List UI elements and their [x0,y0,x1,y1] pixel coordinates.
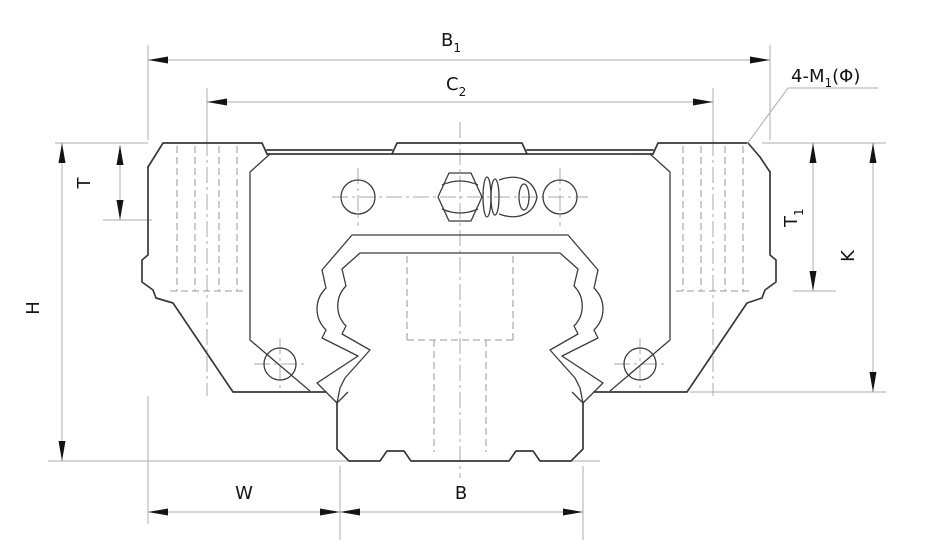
block-outline [141,142,777,393]
dimension-k [869,143,877,392]
rail-outline [336,252,584,462]
dimension-label-t: T [74,177,95,190]
dimension-label-t1: T1 [781,208,806,228]
end-cap-screws [263,179,657,381]
thread-note-leader [746,87,878,145]
dimension-label-b: B [455,483,467,504]
hidden-lines [170,146,750,452]
dimension-label-h: H [23,301,44,315]
thread-note-label: 4-M1(Φ) [791,66,860,90]
screw-upper-left [340,179,376,215]
dimension-label-k: K [838,249,859,262]
labels: B1 C2 4-M1(Φ) T H T1 K W B [23,30,860,504]
dimension-t1 [809,143,817,291]
screw-lower-right [623,347,657,381]
dimension-label-b1: B1 [441,30,461,55]
center-lines [206,122,714,478]
cavity-outline [316,234,604,404]
reference-lines [48,45,886,540]
dimension-label-c2: C2 [446,74,466,99]
dimension-label-w: W [235,483,253,504]
dimension-c2 [207,98,713,106]
grease-nipple [437,172,538,222]
dimension-w [148,508,340,516]
dimension-h [58,143,66,461]
dimension-b [340,508,583,516]
dimension-b1 [148,56,770,64]
dimension-t [116,145,124,220]
screw-upper-right [542,179,578,215]
screw-lower-left [263,347,297,381]
